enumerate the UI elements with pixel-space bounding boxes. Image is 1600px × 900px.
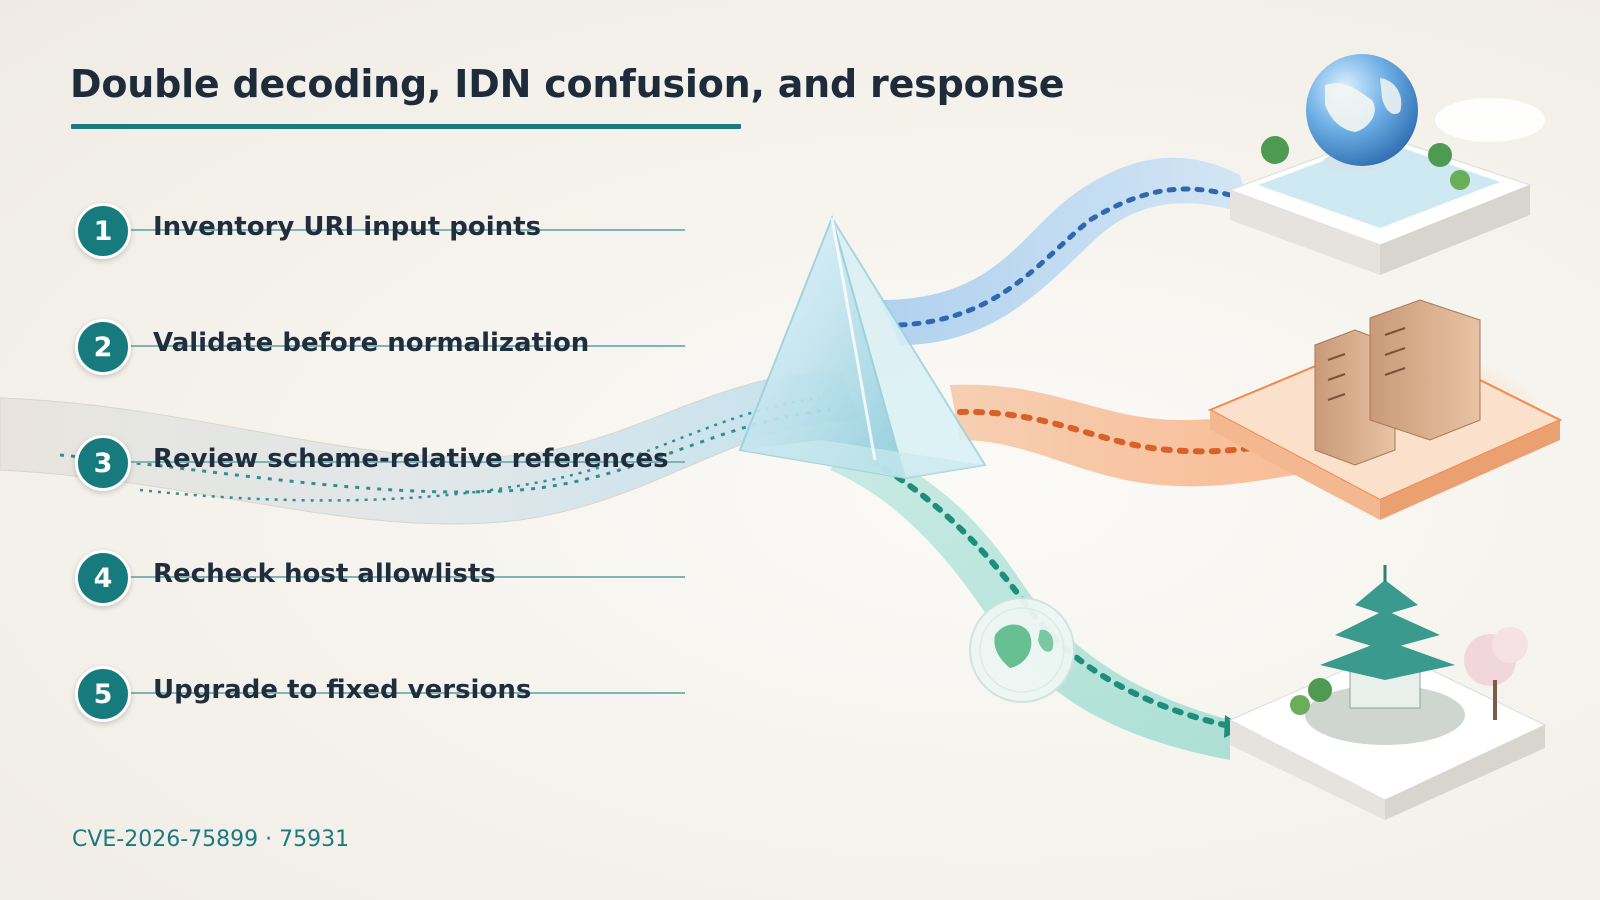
server-rack-icon xyxy=(1207,299,1563,520)
globe-icon xyxy=(1228,54,1545,275)
title-underline xyxy=(71,124,741,129)
step-number-badge: 3 xyxy=(75,435,131,491)
step-item-5: 5 Upgrade to fixed versions xyxy=(75,666,685,722)
pagoda-icon xyxy=(1228,565,1547,820)
step-label: Inventory URI input points xyxy=(153,212,542,242)
page-title: Double decoding, IDN confusion, and resp… xyxy=(70,62,1065,106)
step-connector-line xyxy=(129,345,685,347)
step-number-badge: 2 xyxy=(75,319,131,375)
cve-reference: CVE-2026-75899 · 75931 xyxy=(72,827,350,852)
step-connector-line xyxy=(129,576,685,578)
step-label: Review scheme-relative references xyxy=(153,444,669,474)
step-number-badge: 5 xyxy=(75,666,131,722)
orange-stream xyxy=(950,384,1325,487)
step-label: Recheck host allowlists xyxy=(153,559,496,589)
step-item-1: 1 Inventory URI input points xyxy=(75,203,685,259)
step-connector-line xyxy=(129,692,685,694)
step-item-3: 3 Review scheme-relative references xyxy=(75,435,685,491)
prism-icon xyxy=(738,214,987,480)
blue-stream xyxy=(880,157,1250,345)
step-number-badge: 4 xyxy=(75,550,131,606)
step-item-2: 2 Validate before normalization xyxy=(75,319,685,375)
step-label: Upgrade to fixed versions xyxy=(153,675,532,705)
small-globe-icon xyxy=(969,597,1075,703)
step-item-4: 4 Recheck host allowlists xyxy=(75,550,685,606)
step-connector-line xyxy=(129,229,685,231)
step-number-badge: 1 xyxy=(75,203,131,259)
step-label: Validate before normalization xyxy=(153,328,590,358)
step-connector-line xyxy=(129,461,685,463)
